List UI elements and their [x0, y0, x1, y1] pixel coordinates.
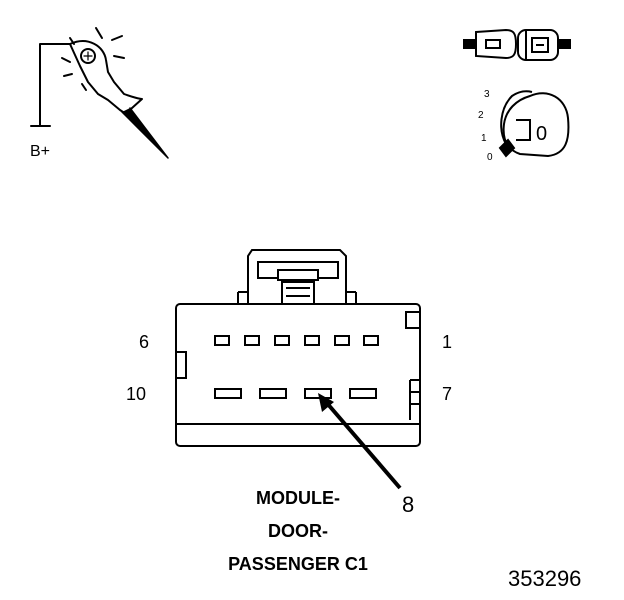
pin-label-1: 1 — [442, 332, 452, 352]
cavity-8 — [304, 388, 332, 399]
ignition-position-1: 1 — [481, 133, 487, 144]
cavity-1 — [363, 335, 379, 346]
cavity-7 — [349, 388, 377, 399]
cavity-6 — [214, 335, 230, 346]
cavity-4 — [274, 335, 290, 346]
connector-housing — [175, 249, 421, 447]
ignition-position-0: 0 — [487, 152, 493, 163]
pin-label-6: 6 — [139, 332, 149, 352]
cavity-3 — [304, 335, 320, 346]
terminal-callout-label: 8 — [402, 492, 414, 517]
test-light-probe-icon — [30, 27, 169, 159]
cavity-row-bottom — [214, 388, 377, 399]
caption-line-1: MODULE- — [256, 488, 340, 508]
cavity-9 — [259, 388, 287, 399]
disconnected-connector-icon — [463, 28, 571, 61]
terminal-callout-arrow — [318, 393, 402, 490]
figure-id: 353296 — [508, 566, 581, 591]
cavity-5 — [244, 335, 260, 346]
pin-label-10: 10 — [126, 384, 146, 404]
cavity-10 — [214, 388, 242, 399]
ignition-position-3: 3 — [484, 89, 490, 100]
pin-label-7: 7 — [442, 384, 452, 404]
caption-line-2: DOOR- — [268, 521, 328, 541]
supply-label: B+ — [30, 143, 50, 160]
cavity-2 — [334, 335, 350, 346]
cavity-row-top — [214, 335, 379, 346]
ignition-key-icon — [498, 90, 570, 158]
ignition-key-glyph: 0 — [536, 123, 547, 145]
caption-line-3: PASSENGER C1 — [228, 554, 368, 574]
ignition-position-2: 2 — [478, 110, 484, 121]
